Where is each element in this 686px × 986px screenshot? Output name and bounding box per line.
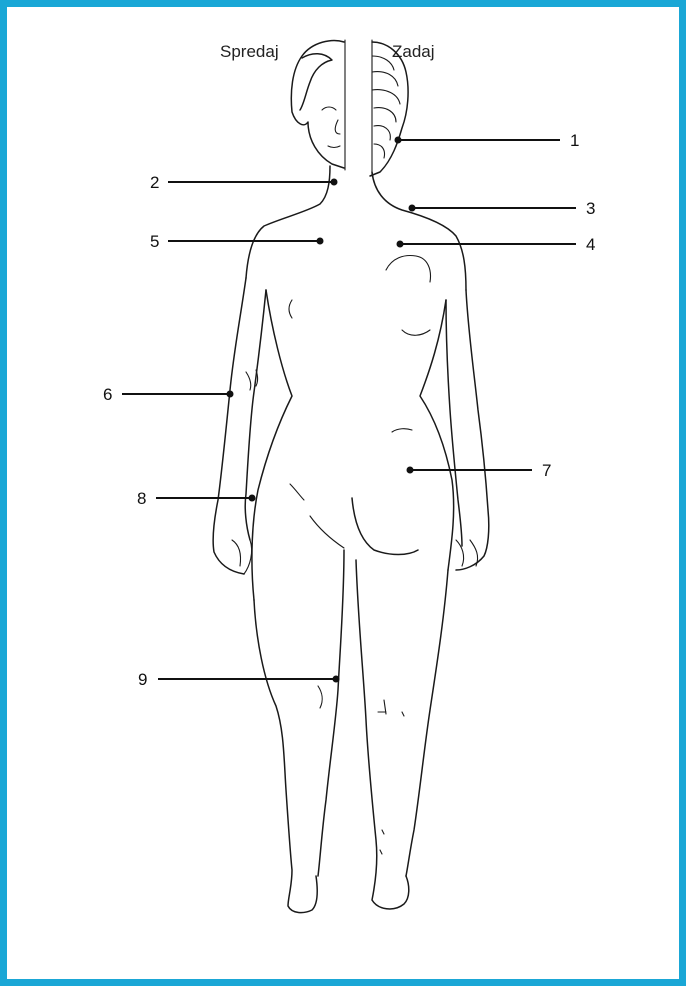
callout-dot-5: [317, 238, 324, 245]
callout-dot-7: [407, 467, 414, 474]
chest-left: [289, 300, 292, 318]
callout-dot-4: [397, 241, 404, 248]
hip-line: [290, 484, 304, 500]
callouts: 1 2 3 4 5 6 7 8 9: [103, 131, 595, 689]
mouth: [328, 146, 340, 148]
left-leg-outer: [254, 600, 317, 913]
nose: [335, 120, 340, 134]
buttock: [352, 498, 418, 555]
callout-number-4: 4: [586, 235, 595, 254]
right-leg-outer: [406, 570, 448, 876]
callout-number-9: 9: [138, 670, 147, 689]
left-arm-outer: [213, 278, 246, 574]
right-hand: [456, 540, 478, 566]
callout-dot-9: [333, 676, 340, 683]
right-ankle: [380, 830, 384, 854]
callout-dot-8: [249, 495, 256, 502]
callout-number-3: 3: [586, 199, 595, 218]
callout-dot-2: [331, 179, 338, 186]
callout-number-2: 2: [150, 173, 159, 192]
callout-number-7: 7: [542, 461, 551, 480]
waist-back: [392, 429, 412, 432]
left-leg-inner: [318, 550, 344, 876]
neck-right: [372, 172, 466, 290]
shoulder-blade: [386, 256, 430, 282]
left-knee: [318, 686, 322, 708]
body-outline: [213, 40, 489, 913]
front-crotch: [310, 516, 344, 548]
eye: [322, 107, 336, 110]
callout-dot-6: [227, 391, 234, 398]
right-knee-marks: [378, 700, 404, 716]
torso-left: [252, 290, 292, 600]
right-leg-inner: [356, 560, 409, 909]
hair-front: [300, 54, 332, 110]
back-curve: [402, 330, 430, 335]
face-outline: [291, 41, 344, 168]
torso-right: [420, 300, 454, 570]
callout-dot-3: [409, 205, 416, 212]
callout-dot-1: [395, 137, 402, 144]
left-hand: [232, 540, 252, 574]
callout-number-6: 6: [103, 385, 112, 404]
callout-number-1: 1: [570, 131, 579, 150]
callout-number-5: 5: [150, 232, 159, 251]
callout-number-8: 8: [137, 489, 146, 508]
